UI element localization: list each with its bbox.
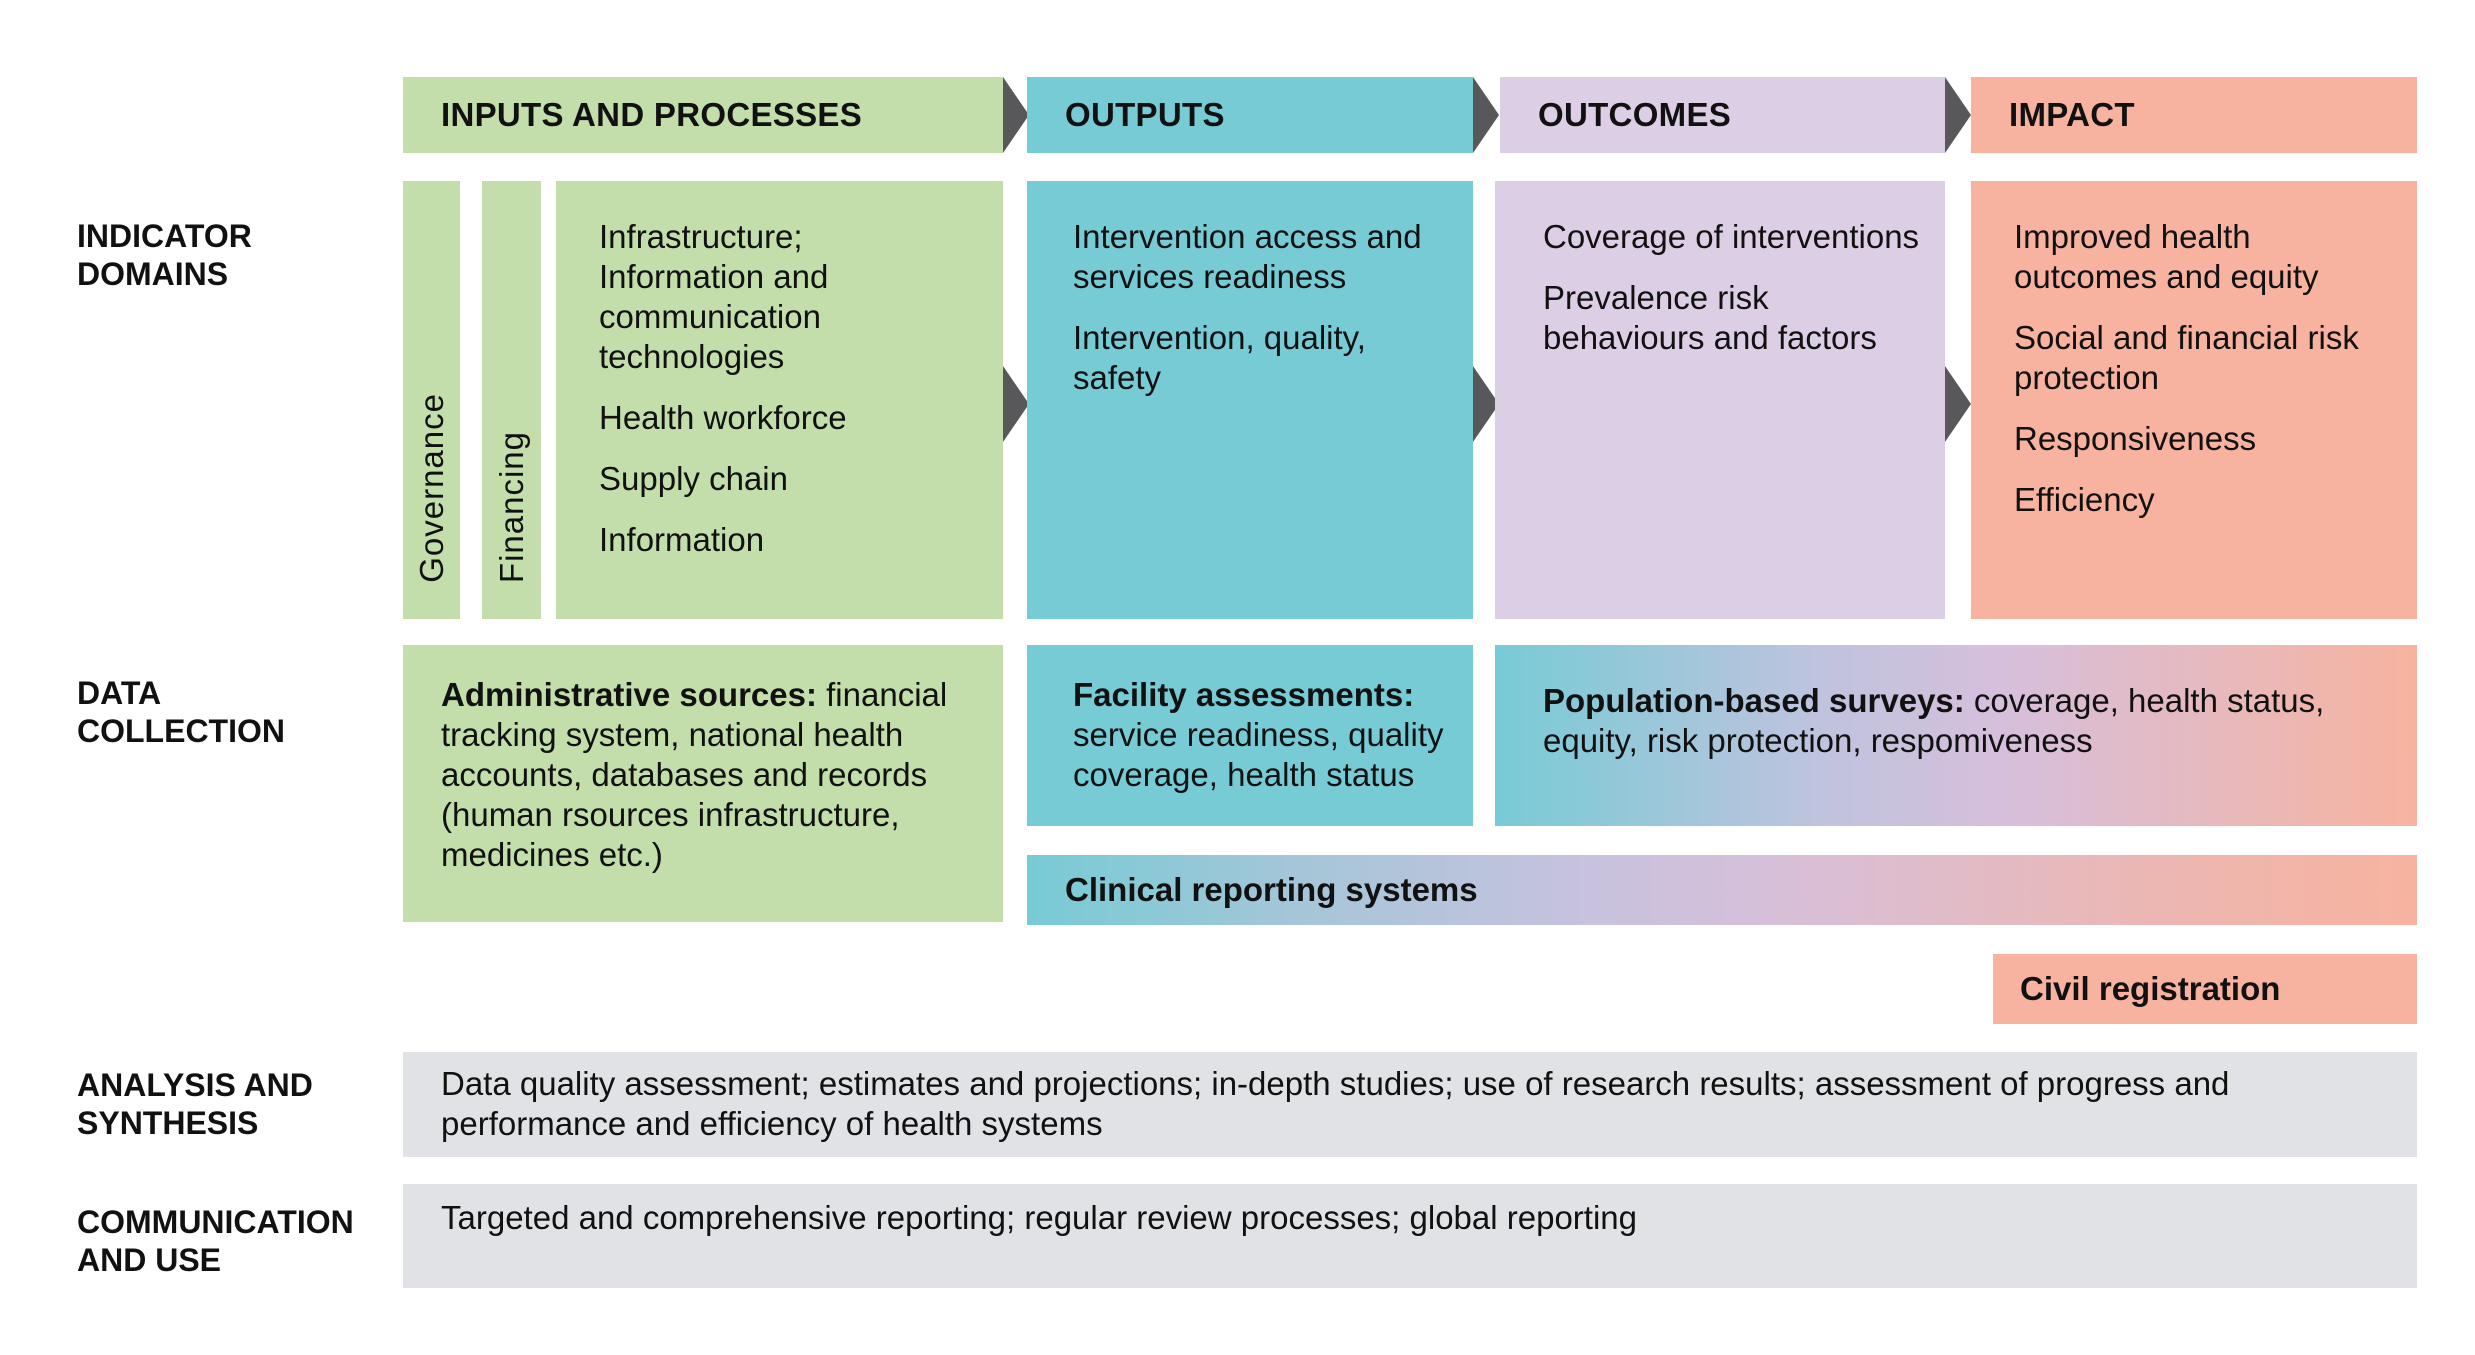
- outcomes-item: Prevalence risk behaviours and factors: [1543, 279, 1877, 356]
- outcomes-item: Coverage of interventions: [1543, 218, 1920, 255]
- inputs-item: Health workforce: [599, 399, 847, 436]
- stage-header-outcomes-label: OUTCOMES: [1538, 96, 1732, 133]
- population-surveys-text: coverage, health status, equity, risk pr…: [1543, 682, 2325, 759]
- facility-assessments-title: Facility assessments:: [1073, 676, 1415, 713]
- stage-header-outputs-label: OUTPUTS: [1065, 96, 1225, 133]
- row-label-line: COMMUNICATION: [77, 1204, 354, 1240]
- facility-assessments-text: service readiness, quality coverage, hea…: [1073, 716, 1444, 793]
- clinical-reporting-label: Clinical reporting systems: [1065, 871, 1478, 908]
- outputs-item: Intervention access and services readine…: [1073, 218, 1422, 295]
- stage-header-inputs: INPUTS AND PROCESSES: [403, 77, 1003, 153]
- row-label-analysis: ANALYSIS AND SYNTHESIS: [77, 1066, 313, 1142]
- population-surveys-title: Population-based surveys:: [1543, 682, 1965, 719]
- inputs-item: Infrastructure; Information and communic…: [599, 218, 829, 375]
- inputs-item: Information: [599, 521, 765, 558]
- arrow-right-icon: [1473, 77, 1499, 153]
- impact-item: Responsiveness: [2014, 420, 2257, 457]
- governance-bar: Governance: [403, 181, 460, 619]
- governance-label: Governance: [412, 393, 450, 583]
- administrative-sources-box: Administrative sources: financial tracki…: [403, 645, 1003, 922]
- outputs-item: Intervention, quality, safety: [1073, 319, 1366, 396]
- row-label-line: COLLECTION: [77, 713, 285, 749]
- arrow-right-icon: [1003, 77, 1029, 153]
- civil-registration-box: Civil registration: [1993, 954, 2417, 1024]
- administrative-sources-text: financial tracking system, national heal…: [441, 676, 948, 873]
- arrow-right-icon: [1003, 366, 1029, 442]
- facility-assessments-box: Facility assessments: service readiness,…: [1027, 645, 1473, 826]
- inputs-domain-box: Infrastructure; Information and communic…: [556, 181, 1003, 619]
- financing-label: Financing: [492, 430, 530, 583]
- analysis-box: Data quality assessment; estimates and p…: [403, 1052, 2417, 1157]
- stage-header-inputs-label: INPUTS AND PROCESSES: [441, 96, 863, 133]
- impact-item: Improved health outcomes and equity: [2014, 218, 2319, 295]
- arrow-right-icon: [1473, 366, 1499, 442]
- stage-header-outputs: OUTPUTS: [1027, 77, 1473, 153]
- stage-header-outcomes: OUTCOMES: [1500, 77, 1945, 153]
- population-surveys-box: Population-based surveys: coverage, heal…: [1495, 645, 2417, 826]
- communication-text: Targeted and comprehensive reporting; re…: [441, 1199, 1637, 1236]
- row-label-indicator-domains: INDICATOR DOMAINS: [77, 217, 252, 293]
- row-label-line: DOMAINS: [77, 256, 229, 292]
- row-label-line: ANALYSIS AND: [77, 1067, 313, 1103]
- row-label-line: DATA: [77, 675, 162, 711]
- impact-item: Social and financial risk protection: [2014, 319, 2359, 396]
- analysis-text: Data quality assessment; estimates and p…: [441, 1065, 2230, 1142]
- financing-bar: Financing: [482, 181, 541, 619]
- row-label-data-collection: DATA COLLECTION: [77, 674, 285, 750]
- arrow-right-icon: [1945, 77, 1971, 153]
- outcomes-domain-box: Coverage of interventions Prevalence ris…: [1495, 181, 1945, 619]
- arrow-right-icon: [1945, 366, 1971, 442]
- row-label-communication: COMMUNICATION AND USE: [77, 1203, 354, 1279]
- civil-registration-label: Civil registration: [2020, 970, 2281, 1007]
- row-label-line: SYNTHESIS: [77, 1105, 259, 1141]
- communication-box: Targeted and comprehensive reporting; re…: [403, 1184, 2417, 1288]
- row-label-line: INDICATOR: [77, 218, 252, 254]
- administrative-sources-title: Administrative sources:: [441, 676, 817, 713]
- stage-header-impact: IMPACT: [1971, 77, 2417, 153]
- stage-header-impact-label: IMPACT: [2009, 96, 2135, 133]
- outputs-domain-box: Intervention access and services readine…: [1027, 181, 1473, 619]
- impact-item: Efficiency: [2014, 481, 2155, 518]
- clinical-reporting-box: Clinical reporting systems: [1027, 855, 2417, 925]
- row-label-line: AND USE: [77, 1242, 222, 1278]
- impact-domain-box: Improved health outcomes and equity Soci…: [1971, 181, 2417, 619]
- inputs-item: Supply chain: [599, 460, 788, 497]
